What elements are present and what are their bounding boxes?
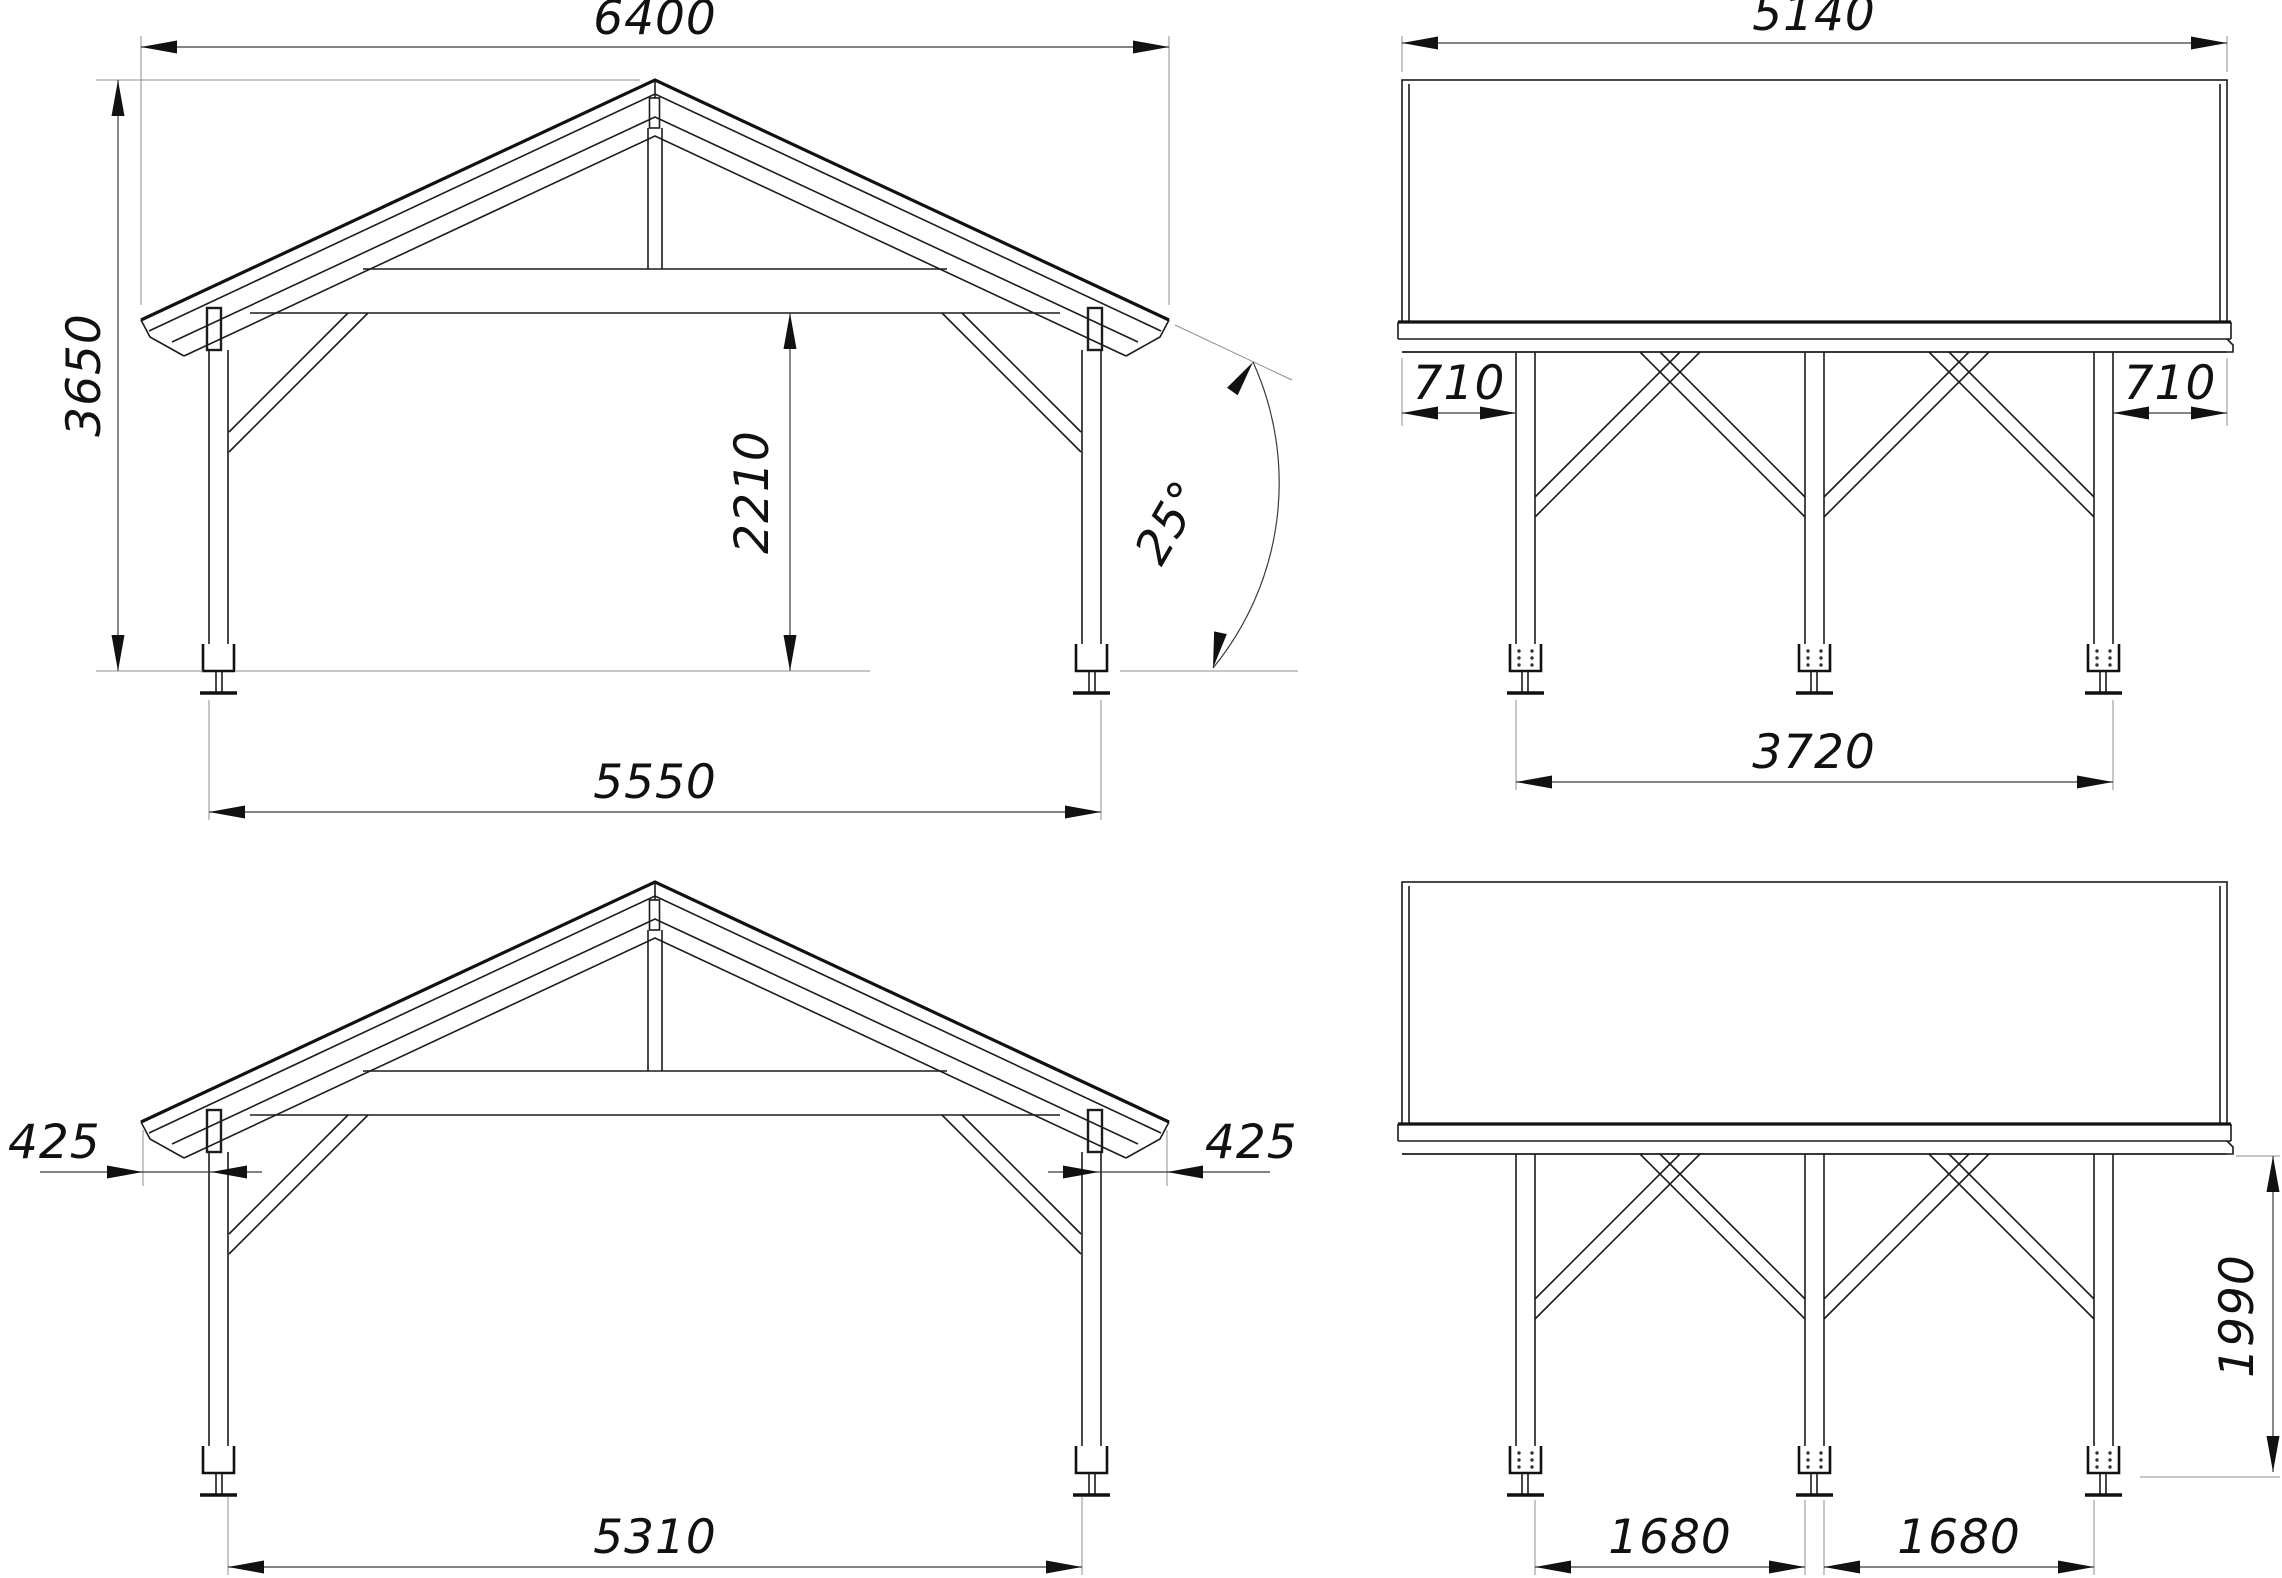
side-view-top: 5140 710 710 3720 (1396, 0, 2235, 790)
dim-gable-overhang-right: 425 (1048, 1115, 1298, 1186)
dim-side-post-height: 1990 (2140, 1155, 2280, 1478)
dim-side-overhang-left: 710 (1401, 356, 1516, 426)
dim-gable-roof-width: 6400 (140, 0, 1170, 305)
dim-label-3720: 3720 (1752, 725, 1876, 780)
dim-gable-clear-height: 2210 (96, 313, 870, 672)
dim-label-425-left: 425 (8, 1115, 101, 1170)
dim-label-5550: 5550 (593, 755, 717, 810)
dim-label-710-left: 710 (1413, 356, 1506, 411)
dim-gable-overhang-left: 425 (8, 1115, 262, 1186)
dim-side-bay-left: 1680 (1534, 1500, 1806, 1575)
dim-gable-total-height: 3650 (57, 79, 640, 672)
dim-gable-post-span: 5550 (208, 700, 1102, 820)
dim-label-6400: 6400 (593, 0, 717, 46)
dim-side-post-span: 3720 (1515, 700, 2114, 790)
dim-label-1680-left: 1680 (1608, 1510, 1732, 1565)
gable-view-top: 6400 3650 2210 5550 (57, 0, 1298, 820)
dim-gable-clear-span: 5310 (227, 1497, 1083, 1575)
dim-label-710-right: 710 (2124, 356, 2217, 411)
dim-side-overhang-right: 710 (2113, 356, 2228, 426)
dim-label-3650: 3650 (57, 313, 112, 437)
dim-roof-pitch-angle: 25° (1120, 324, 1298, 672)
dim-label-1680-right: 1680 (1897, 1510, 2021, 1565)
dim-label-425-right: 425 (1205, 1115, 1298, 1170)
dim-label-5310: 5310 (593, 1510, 717, 1565)
dim-label-5140: 5140 (1752, 0, 1876, 42)
dim-side-bay-right: 1680 (1823, 1500, 2095, 1575)
dim-label-2210: 2210 (725, 430, 780, 554)
side-view-bottom: 1680 1680 1990 (1396, 880, 2280, 1575)
dim-label-25deg: 25° (1124, 471, 1215, 573)
dim-label-1990: 1990 (2210, 1254, 2265, 1378)
dim-side-roof-length: 5140 (1401, 0, 2228, 72)
gable-view-bottom: 425 425 5310 (8, 880, 1298, 1575)
